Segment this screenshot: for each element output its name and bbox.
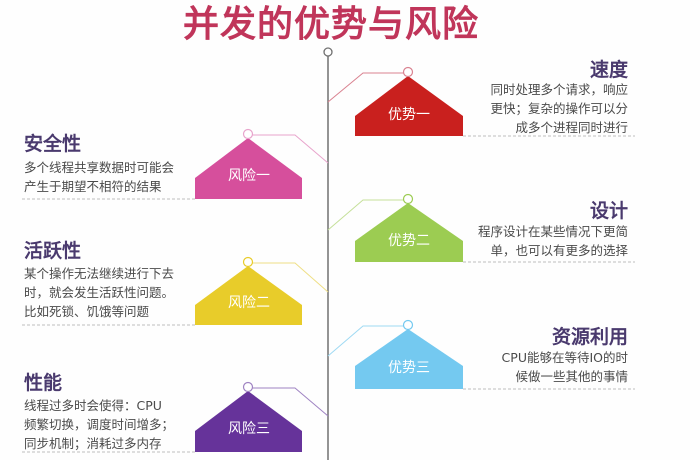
risk-3-title: 性能 bbox=[24, 372, 63, 394]
advantage-2-title: 设计 bbox=[589, 200, 628, 222]
advantage-2-label: 优势二 bbox=[388, 233, 430, 249]
advantage-1-label: 优势一 bbox=[388, 107, 430, 123]
advantage-2-shape bbox=[327, 193, 635, 263]
desc-line: 程序设计在某些情况下更简 bbox=[477, 224, 628, 239]
desc-line: 候做一些其他的事情 bbox=[515, 369, 628, 384]
advantage-1-desc: 同时处理多个请求，响应 更快；复杂的操作可以分 成多个进程同时进行 bbox=[490, 80, 628, 137]
risk-2-label: 风险二 bbox=[228, 295, 270, 311]
page-title: 并发的优势与风险 bbox=[182, 4, 479, 45]
desc-line: 时，就会发生活跃性问题。 bbox=[24, 285, 175, 300]
advantage-3-title: 资源利用 bbox=[551, 326, 628, 348]
desc-line: 比如死锁、饥饿等问题 bbox=[24, 304, 150, 319]
desc-line: 同步机制；消耗过多内存 bbox=[24, 436, 162, 451]
advantage-1-shape bbox=[327, 66, 635, 137]
risk-1-shape bbox=[22, 128, 329, 200]
desc-line: 单，也可以有更多的选择 bbox=[490, 243, 628, 258]
desc-line: 线程过多时会使得：CPU bbox=[24, 398, 162, 413]
risk-2-desc: 某个操作无法继续进行下去 时，就会发生活跃性问题。 比如死锁、饥饿等问题 bbox=[24, 264, 174, 321]
desc-line: 多个线程共享数据时可能会 bbox=[24, 160, 175, 175]
desc-line: 同时处理多个请求，响应 bbox=[490, 82, 628, 97]
desc-line: 产生于期望不相符的结果 bbox=[24, 179, 162, 194]
risk-3-label: 风险三 bbox=[228, 421, 270, 437]
desc-line: 更快；复杂的操作可以分 bbox=[490, 101, 628, 116]
advantage-2-desc: 程序设计在某些情况下更简 单，也可以有更多的选择 bbox=[478, 222, 628, 260]
advantage-3-label: 优势三 bbox=[388, 360, 430, 376]
advantage-3-desc: CPU能够在等待IO的时 候做一些其他的事情 bbox=[502, 348, 628, 386]
desc-line: 频繁切换，调度时间增多； bbox=[24, 417, 175, 432]
risk-2-title: 活跃性 bbox=[24, 240, 82, 262]
risk-1-desc: 多个线程共享数据时可能会 产生于期望不相符的结果 bbox=[24, 158, 174, 196]
risk-1-label: 风险一 bbox=[228, 168, 270, 184]
risk-3-shape bbox=[22, 381, 329, 453]
risk-2-shape bbox=[22, 256, 329, 326]
risk-3-desc: 线程过多时会使得：CPU 频繁切换，调度时间增多； 同步机制；消耗过多内存 bbox=[24, 396, 174, 453]
advantage-3-shape bbox=[327, 319, 635, 390]
desc-line: 成多个进程同时进行 bbox=[515, 120, 628, 135]
desc-line: CPU能够在等待IO的时 bbox=[501, 350, 628, 365]
risk-1-title: 安全性 bbox=[24, 133, 82, 155]
timeline-top-node bbox=[323, 47, 333, 57]
desc-line: 某个操作无法继续进行下去 bbox=[24, 266, 175, 281]
advantage-1-title: 速度 bbox=[589, 59, 628, 81]
